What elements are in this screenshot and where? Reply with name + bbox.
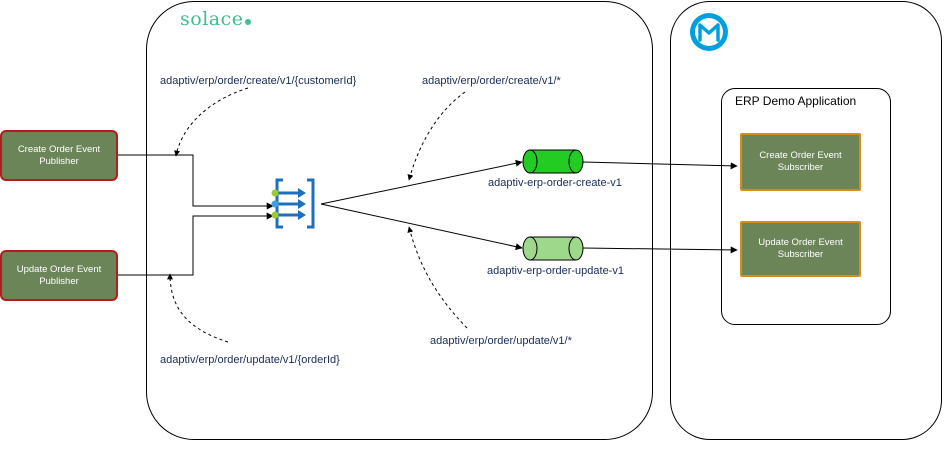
create-order-publisher[interactable]: Create Order Event Publisher	[0, 130, 118, 181]
dashed-pointer-publish-update	[167, 273, 229, 343]
topic-subscribe-create: adaptiv/erp/order/create/v1/*	[422, 75, 561, 87]
update-order-publisher[interactable]: Update Order Event Publisher	[0, 250, 118, 301]
queue-create-label: adaptiv-erp-order-create-v1	[488, 177, 622, 189]
topic-subscribe-update: adaptiv/erp/order/update/v1/*	[430, 335, 572, 347]
erp-demo-application-container	[721, 88, 891, 325]
event-broker-icon	[271, 178, 315, 229]
edge-update-publisher-to-broker	[118, 212, 274, 276]
create-order-subscriber-label: Create Order Event Subscriber	[759, 150, 842, 173]
edge-update-queue-to-subscriber	[582, 246, 738, 254]
queue-update-label: adaptiv-erp-order-update-v1	[487, 265, 624, 277]
edge-create-publisher-to-broker	[118, 154, 274, 210]
queue-create-cylinder	[522, 149, 584, 174]
solace-logo-dot	[245, 19, 252, 25]
create-order-publisher-label: Create Order Event Publisher	[17, 143, 101, 167]
solace-logo-text: solace	[180, 8, 244, 30]
create-order-subscriber[interactable]: Create Order Event Subscriber	[740, 133, 861, 191]
dashed-pointer-subscribe-update	[407, 226, 468, 329]
queue-update-cylinder	[522, 236, 584, 261]
edge-broker-to-create-queue	[320, 159, 523, 205]
mulesoft-logo-icon	[690, 13, 728, 51]
topic-publish-update: adaptiv/erp/order/update/v1/{orderId}	[160, 354, 340, 366]
update-order-subscriber-label: Update Order Event Subscriber	[758, 237, 843, 260]
edge-broker-to-update-queue	[320, 203, 523, 251]
update-order-publisher-label: Update Order Event Publisher	[16, 263, 102, 287]
erp-demo-application-title: ERP Demo Application	[735, 94, 857, 108]
update-order-subscriber[interactable]: Update Order Event Subscriber	[740, 221, 861, 277]
solace-broker-container	[146, 1, 653, 440]
dashed-pointer-publish-create	[174, 87, 249, 157]
topic-publish-create: adaptiv/erp/order/create/v1/{customerId}	[160, 75, 357, 87]
dashed-pointer-subscribe-create	[407, 91, 466, 181]
edge-create-queue-to-subscriber	[582, 161, 738, 170]
solace-logo: solace	[180, 8, 252, 30]
